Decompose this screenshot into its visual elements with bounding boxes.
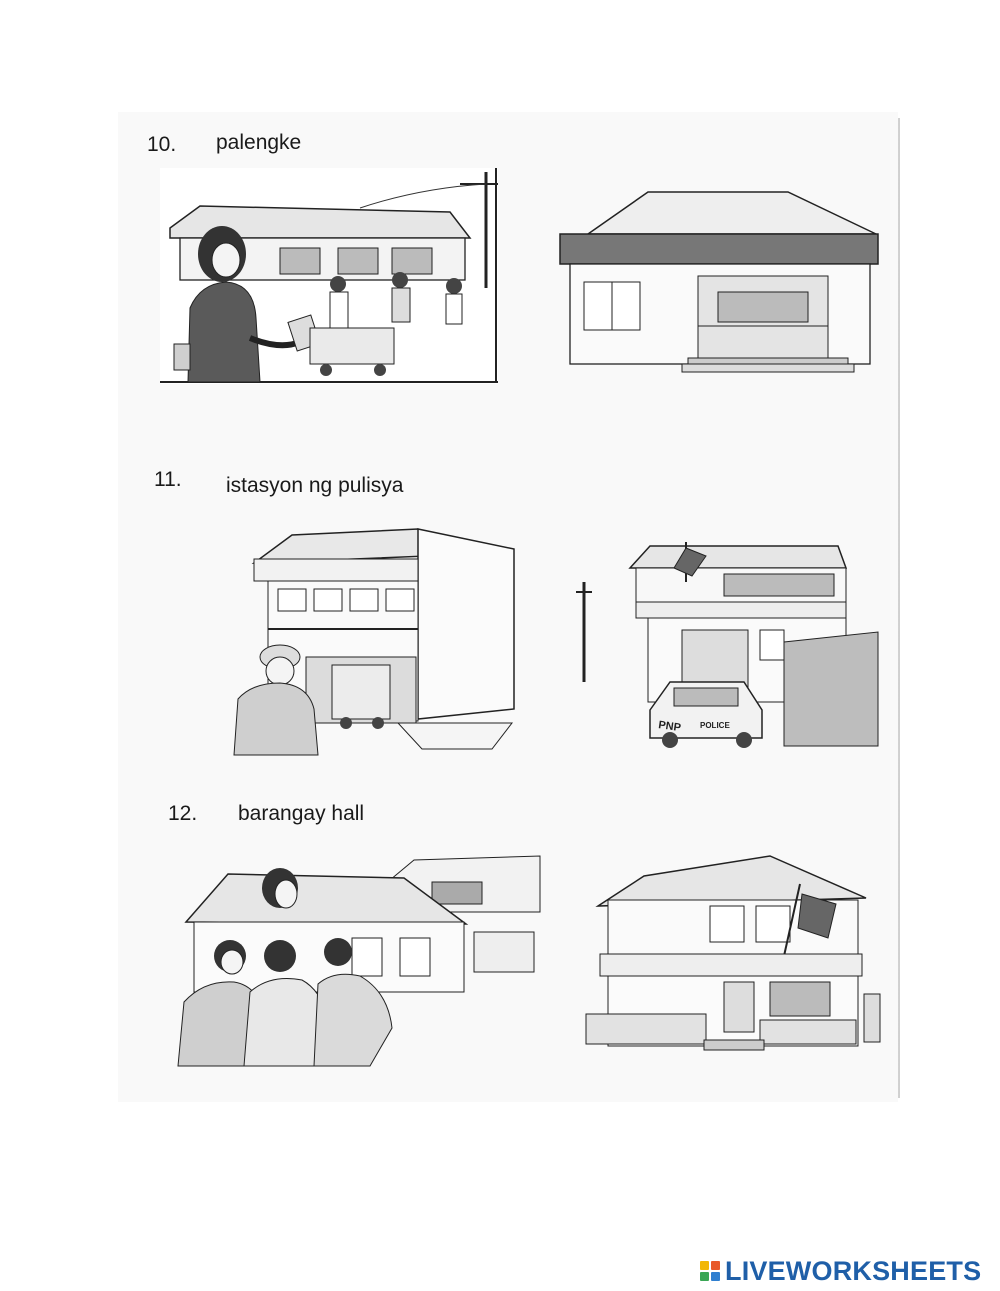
item-12-label: barangay hall: [238, 802, 365, 825]
item-12-number: 12.: [168, 802, 198, 825]
item-10-label: palengke: [216, 131, 302, 154]
item-11-picture-fire-station[interactable]: [222, 519, 518, 757]
item-11-picture-police-station[interactable]: PNP POLICE: [574, 542, 886, 748]
item-12-picture-people-at-hall[interactable]: [174, 852, 542, 1068]
logo-square-yellow: [700, 1261, 709, 1270]
logo-square-green: [700, 1272, 709, 1281]
logo-square-red: [711, 1261, 720, 1270]
item-12-picture-barangay-hall[interactable]: [584, 854, 884, 1060]
item-11-label: istasyon ng pulisya: [226, 474, 404, 497]
item-10-number: 10.: [147, 133, 177, 156]
item-10-picture-market-scene[interactable]: [160, 168, 498, 384]
car-side-text: POLICE: [700, 721, 730, 730]
liveworksheets-mark-icon: [700, 1261, 720, 1281]
liveworksheets-brand-text: LIVEWORKSHEETS: [725, 1255, 982, 1286]
logo-square-blue: [711, 1272, 720, 1281]
car-plate-text: PNP: [658, 719, 682, 734]
item-10-picture-store[interactable]: [558, 186, 880, 382]
item-11-number: 11.: [154, 468, 182, 491]
liveworksheets-logo[interactable]: LIVEWORKSHEETS: [700, 1256, 981, 1286]
